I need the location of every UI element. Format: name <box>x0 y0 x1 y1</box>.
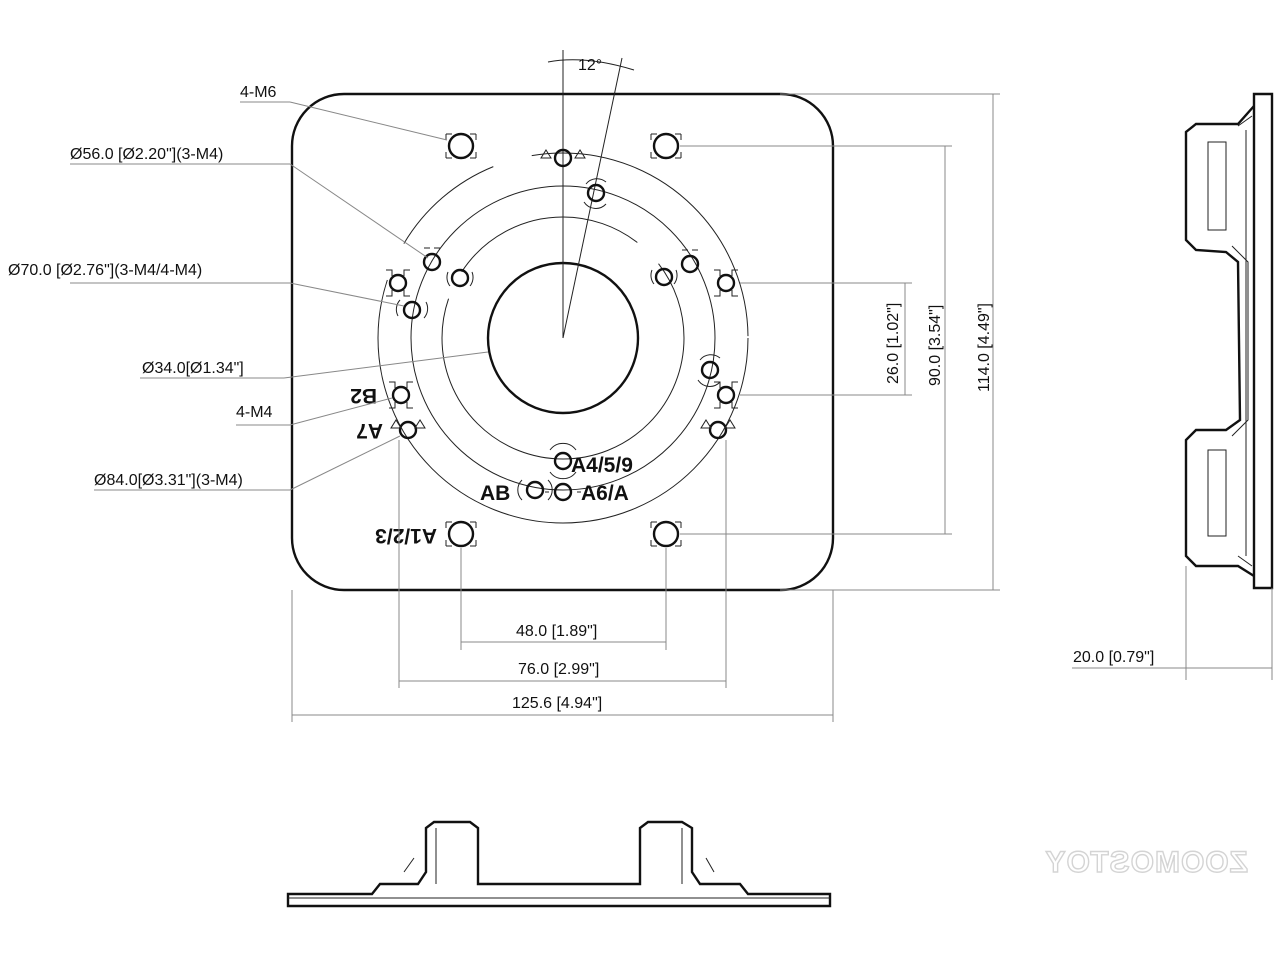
callout-circle-84: Ø84.0[Ø3.31"](3-M4) <box>94 472 243 489</box>
mark-ab: AB <box>480 482 510 505</box>
side-view: 20.0 [0.79"] <box>1072 92 1274 680</box>
mark-a123: A1/2/3 <box>375 524 437 547</box>
hole-marks: A1/2/3 B2 A7 A4/5/9 AB A6/A <box>350 384 633 547</box>
angle-label: 12° <box>578 57 602 74</box>
edge-view <box>286 820 832 908</box>
callout-circle-70: Ø70.0 [Ø2.76"](3-M4/4-M4) <box>8 262 202 279</box>
dim-114: 114.0 [4.49"] <box>976 303 993 392</box>
dim-76: 76.0 [2.99"] <box>518 661 599 678</box>
watermark-text: ZOOMOSTOY <box>1045 846 1248 879</box>
left-callouts: 4-M6 Ø56.0 [Ø2.20"](3-M4) Ø70.0 [Ø2.76"]… <box>8 84 489 491</box>
dim-20: 20.0 [0.79"] <box>1073 649 1154 666</box>
mark-a459: A4/5/9 <box>571 454 633 477</box>
mark-a7: A7 <box>356 419 383 442</box>
dim-125: 125.6 [4.94"] <box>512 695 602 712</box>
callout-m4: 4-M4 <box>236 404 273 421</box>
mark-b2: B2 <box>350 384 377 407</box>
watermark: ZOOMOSTOY <box>1044 845 1249 879</box>
dim-90: 90.0 [3.54"] <box>927 305 944 386</box>
dim-48: 48.0 [1.89"] <box>516 623 597 640</box>
mark-a6a: A6/A <box>581 482 629 505</box>
angle-indicator: 12° <box>547 50 635 339</box>
m6-holes <box>445 132 682 548</box>
bottom-dimensions: 48.0 [1.89"] 76.0 [2.99"] 125.6 [4.94"] <box>291 440 834 722</box>
callout-center-hole: Ø34.0[Ø1.34"] <box>142 360 244 377</box>
dim-26: 26.0 [1.02"] <box>885 303 902 384</box>
callout-circle-56: Ø56.0 [Ø2.20"](3-M4) <box>70 146 223 163</box>
callout-m6: 4-M6 <box>240 84 277 101</box>
m4-holes <box>386 148 738 502</box>
right-dimensions: 26.0 [1.02"] 90.0 [3.54"] 114.0 [4.49"] <box>680 93 1000 591</box>
